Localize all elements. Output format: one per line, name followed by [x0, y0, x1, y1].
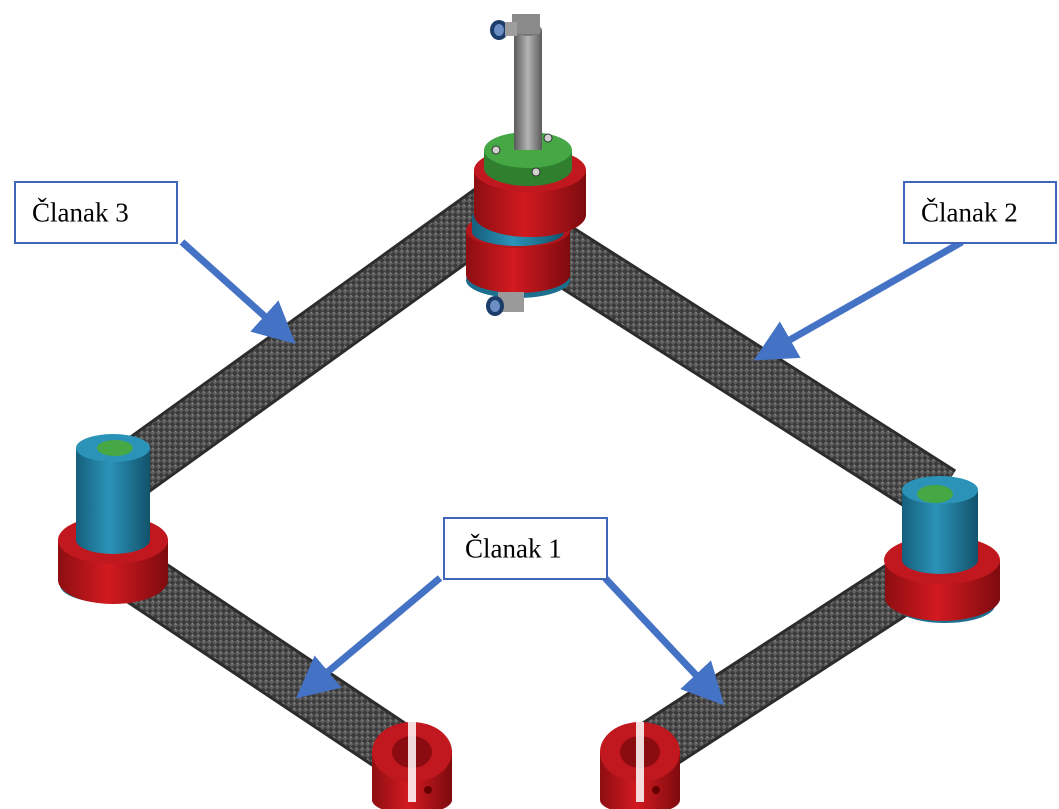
callout-clanak-3: Članak 3	[14, 181, 178, 244]
right-end-clamp	[600, 722, 680, 809]
base-joint	[466, 132, 586, 316]
arrow-c1-right	[602, 575, 725, 706]
callout-arrows	[179, 238, 964, 706]
left-joint	[58, 434, 168, 604]
arrow-c2	[753, 238, 964, 361]
arrow-c1-left	[295, 575, 443, 699]
tube-link-2	[538, 224, 957, 521]
arrow-c3	[179, 239, 296, 345]
left-end-clamp	[372, 722, 452, 809]
tube-link-3	[101, 181, 517, 504]
callout-label: Članak 1	[465, 533, 562, 563]
callout-clanak-2: Članak 2	[903, 181, 1057, 244]
pneumatic-pole	[490, 14, 542, 150]
right-joint	[884, 476, 1000, 623]
callout-label: Članak 3	[32, 197, 129, 227]
callout-clanak-1: Članak 1	[443, 517, 608, 580]
tube-link-1-left	[119, 551, 421, 779]
callout-label: Članak 2	[921, 197, 1018, 227]
